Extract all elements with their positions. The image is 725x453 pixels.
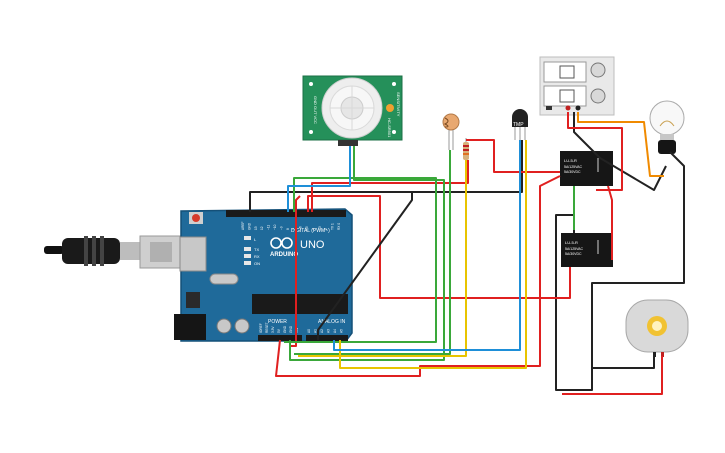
power-pin-label-2: 3.3V bbox=[271, 326, 275, 333]
wire-black-analog bbox=[317, 192, 413, 340]
digital-pin-label-10: ~5 bbox=[305, 226, 309, 230]
pir-model-text: HC-SR501 bbox=[387, 118, 392, 138]
relay-1[interactable]: LU-5-R 5A/125VAC 5A/30VDC bbox=[560, 151, 613, 186]
atmega-chip bbox=[252, 294, 348, 314]
led-tx-label: TX bbox=[254, 247, 259, 252]
relay-1-rating-ac: 5A/125VAC bbox=[564, 165, 583, 169]
current-knob-icon[interactable] bbox=[590, 88, 606, 104]
voltage-knob-icon[interactable] bbox=[590, 62, 606, 78]
relay-2-model: LU-5-R bbox=[565, 240, 578, 245]
pir-side-text: SENSITIVITY bbox=[396, 92, 401, 117]
power-supply[interactable] bbox=[539, 56, 615, 116]
analog-pin-label-1: A1 bbox=[314, 329, 318, 333]
light-bulb[interactable] bbox=[649, 100, 685, 154]
resistor[interactable] bbox=[463, 138, 469, 160]
led-rx-label: RX bbox=[254, 254, 260, 259]
wire-yellow-analog bbox=[339, 140, 527, 369]
wire-red-5v-loop bbox=[307, 195, 571, 299]
power-pin-label-5: GND bbox=[289, 325, 293, 333]
relay-1-model: LU-5-R bbox=[564, 158, 577, 163]
photoresistor[interactable] bbox=[442, 113, 460, 150]
digital-pin-header[interactable] bbox=[226, 210, 346, 217]
arduino-brand: ARDUINO bbox=[270, 252, 298, 258]
digital-pin-label-0: AREF bbox=[241, 221, 245, 230]
wire-black-gnd-top bbox=[249, 140, 523, 212]
analog-pin-label-5: A5 bbox=[340, 329, 344, 333]
digital-pin-label-4: ~11 bbox=[267, 225, 271, 230]
sensitivity-knob-icon[interactable] bbox=[386, 104, 394, 112]
wire-blue-tmp bbox=[333, 140, 521, 351]
digital-label: DIGITAL (PWM~) bbox=[291, 228, 330, 234]
analog-label: ANALOG IN bbox=[318, 319, 346, 325]
power-pin-label-3: 5V bbox=[277, 328, 281, 333]
pir-dome-icon bbox=[321, 77, 383, 139]
pir-pin-text: GND OUT VCC bbox=[313, 96, 318, 124]
wire-green-pir bbox=[284, 177, 437, 343]
wire-red-pir-vcc bbox=[311, 160, 469, 212]
digital-pin-label-1: GND bbox=[247, 222, 251, 230]
wire-red-relay bbox=[466, 139, 560, 173]
wire-red-supply bbox=[567, 112, 623, 191]
relay-2-rating-dc: 5A/30VDC bbox=[565, 252, 582, 256]
usb-cable[interactable] bbox=[44, 235, 183, 269]
digital-pin-label-13: 2 bbox=[324, 228, 328, 230]
wire-red-bottom bbox=[275, 175, 561, 377]
arduino-model: UNO bbox=[300, 239, 325, 251]
relay-2-rating-ac: 5A/125VAC bbox=[565, 247, 584, 251]
arduino-uno-board[interactable]: L TX RX ON ARDUINO UNO DIGITAL (PWM~) PO… bbox=[174, 208, 353, 342]
digital-pin-label-12: ~3 bbox=[318, 226, 322, 230]
digital-pin-label-15: RX 0 bbox=[337, 223, 341, 230]
analog-pin-label-4: A4 bbox=[333, 329, 337, 333]
digital-pin-label-2: 13 bbox=[254, 226, 258, 230]
power-switch[interactable] bbox=[546, 106, 552, 110]
wire-yellow-photo bbox=[298, 160, 467, 357]
wire-black-motor bbox=[592, 356, 655, 369]
voltage-display bbox=[543, 61, 587, 83]
led-l-label: L bbox=[254, 237, 257, 242]
digital-pin-label-3: 12 bbox=[260, 226, 264, 230]
analog-pin-label-2: A2 bbox=[320, 329, 324, 333]
tmp-label: TMP bbox=[513, 122, 524, 128]
led-on-label: ON bbox=[254, 261, 260, 266]
wire-red-motor bbox=[562, 356, 663, 395]
pir-motion-sensor[interactable]: GND OUT VCC SENSITIVITY HC-SR501 bbox=[302, 75, 403, 146]
digital-pin-label-6: ~9 bbox=[279, 226, 283, 230]
digital-pin-label-7: 8 bbox=[286, 228, 290, 230]
digital-pin-label-14: TX 1 bbox=[331, 223, 335, 230]
wire-green-photo bbox=[294, 150, 451, 355]
dc-motor[interactable] bbox=[625, 299, 689, 357]
analog-pin-label-3: A3 bbox=[327, 329, 331, 333]
relay-1-rating-dc: 5A/30VDC bbox=[564, 170, 581, 174]
power-pin-header[interactable] bbox=[258, 335, 302, 341]
power-pin-label-0: IOREF bbox=[259, 323, 263, 333]
wire-black-bulb bbox=[573, 112, 667, 191]
digital-pin-label-5: ~10 bbox=[273, 224, 277, 230]
analog-pin-label-0: A0 bbox=[307, 329, 311, 333]
arduino-logo-icon bbox=[270, 237, 293, 249]
wires bbox=[249, 112, 685, 395]
current-display bbox=[543, 85, 587, 107]
digital-pin-label-8: 7 bbox=[292, 228, 296, 230]
terminal-negative[interactable] bbox=[575, 105, 581, 111]
wire-red-relay2 bbox=[607, 185, 613, 260]
wire-orange-bulb bbox=[577, 112, 664, 177]
tmp-temperature-sensor[interactable]: TMP bbox=[512, 109, 528, 140]
power-pin-label-1: RESET bbox=[265, 322, 269, 333]
power-pin-label-4: GND bbox=[283, 325, 287, 333]
digital-pin-label-9: ~6 bbox=[299, 226, 303, 230]
digital-pin-label-11: 4 bbox=[311, 228, 315, 230]
terminal-positive[interactable] bbox=[565, 105, 571, 111]
power-label: POWER bbox=[268, 319, 287, 325]
wire-green-pir2 bbox=[289, 146, 445, 361]
wire-blue-pir bbox=[287, 146, 351, 212]
relay-2[interactable]: LU-5-R 5A/125VAC 5A/30VDC bbox=[561, 233, 613, 267]
analog-pin-header[interactable] bbox=[306, 335, 348, 341]
wire-black-relay-motor bbox=[555, 151, 685, 391]
